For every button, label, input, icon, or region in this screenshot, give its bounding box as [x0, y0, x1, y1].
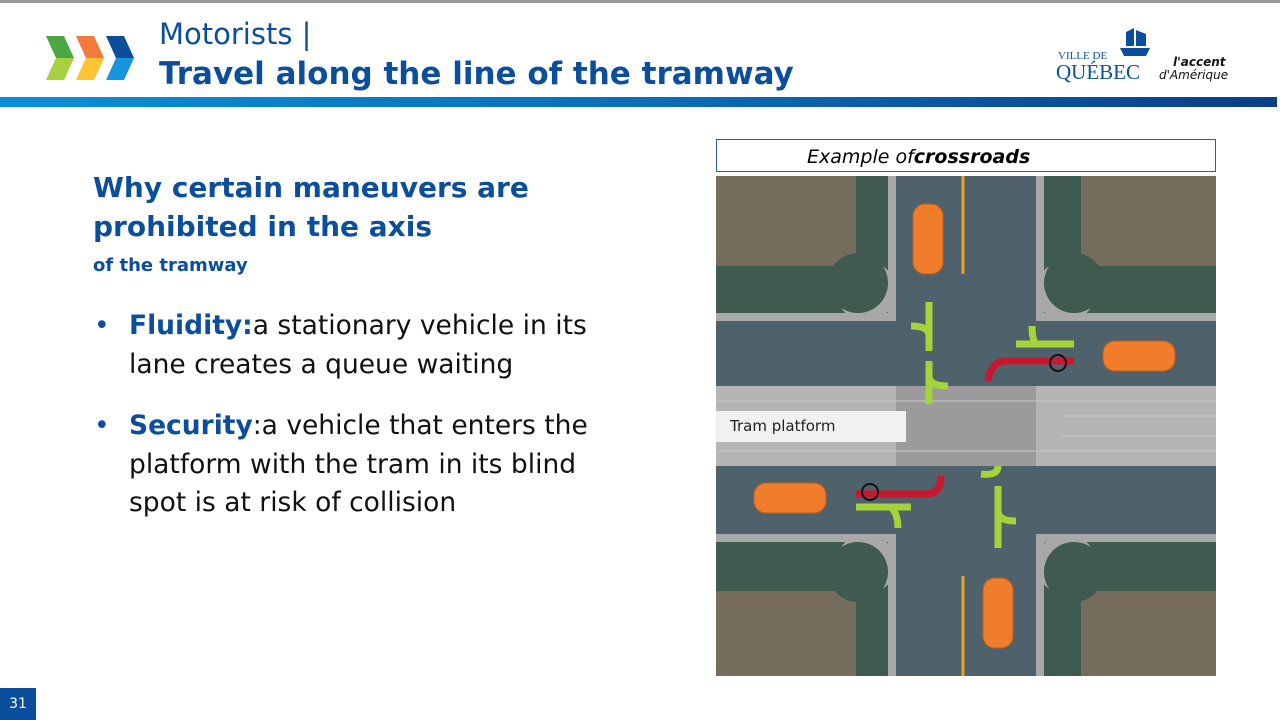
tram-platform-label: Tram platform — [716, 411, 906, 442]
intersection-illustration — [716, 176, 1216, 676]
top-border — [0, 0, 1280, 3]
ship-icon — [1120, 28, 1150, 56]
content-subheading: of the tramway — [93, 255, 248, 276]
chevrons-logo-icon — [46, 36, 134, 80]
header-band — [0, 97, 1277, 107]
slide-title: Travel along the line of the tramway — [159, 56, 794, 92]
section-title: Motorists | — [159, 17, 312, 51]
figure-caption: Example ofcrossroads — [716, 139, 1216, 172]
content-heading: Why certain maneuvers are prohibited in … — [93, 171, 529, 243]
bullet-list: Fluidity:a stationary vehicle in its lan… — [94, 307, 614, 546]
bullet-security: Security:a vehicle that enters the platf… — [94, 407, 614, 523]
bullet-fluidity: Fluidity:a stationary vehicle in its lan… — [94, 307, 614, 384]
page-number: 31 — [0, 688, 36, 720]
